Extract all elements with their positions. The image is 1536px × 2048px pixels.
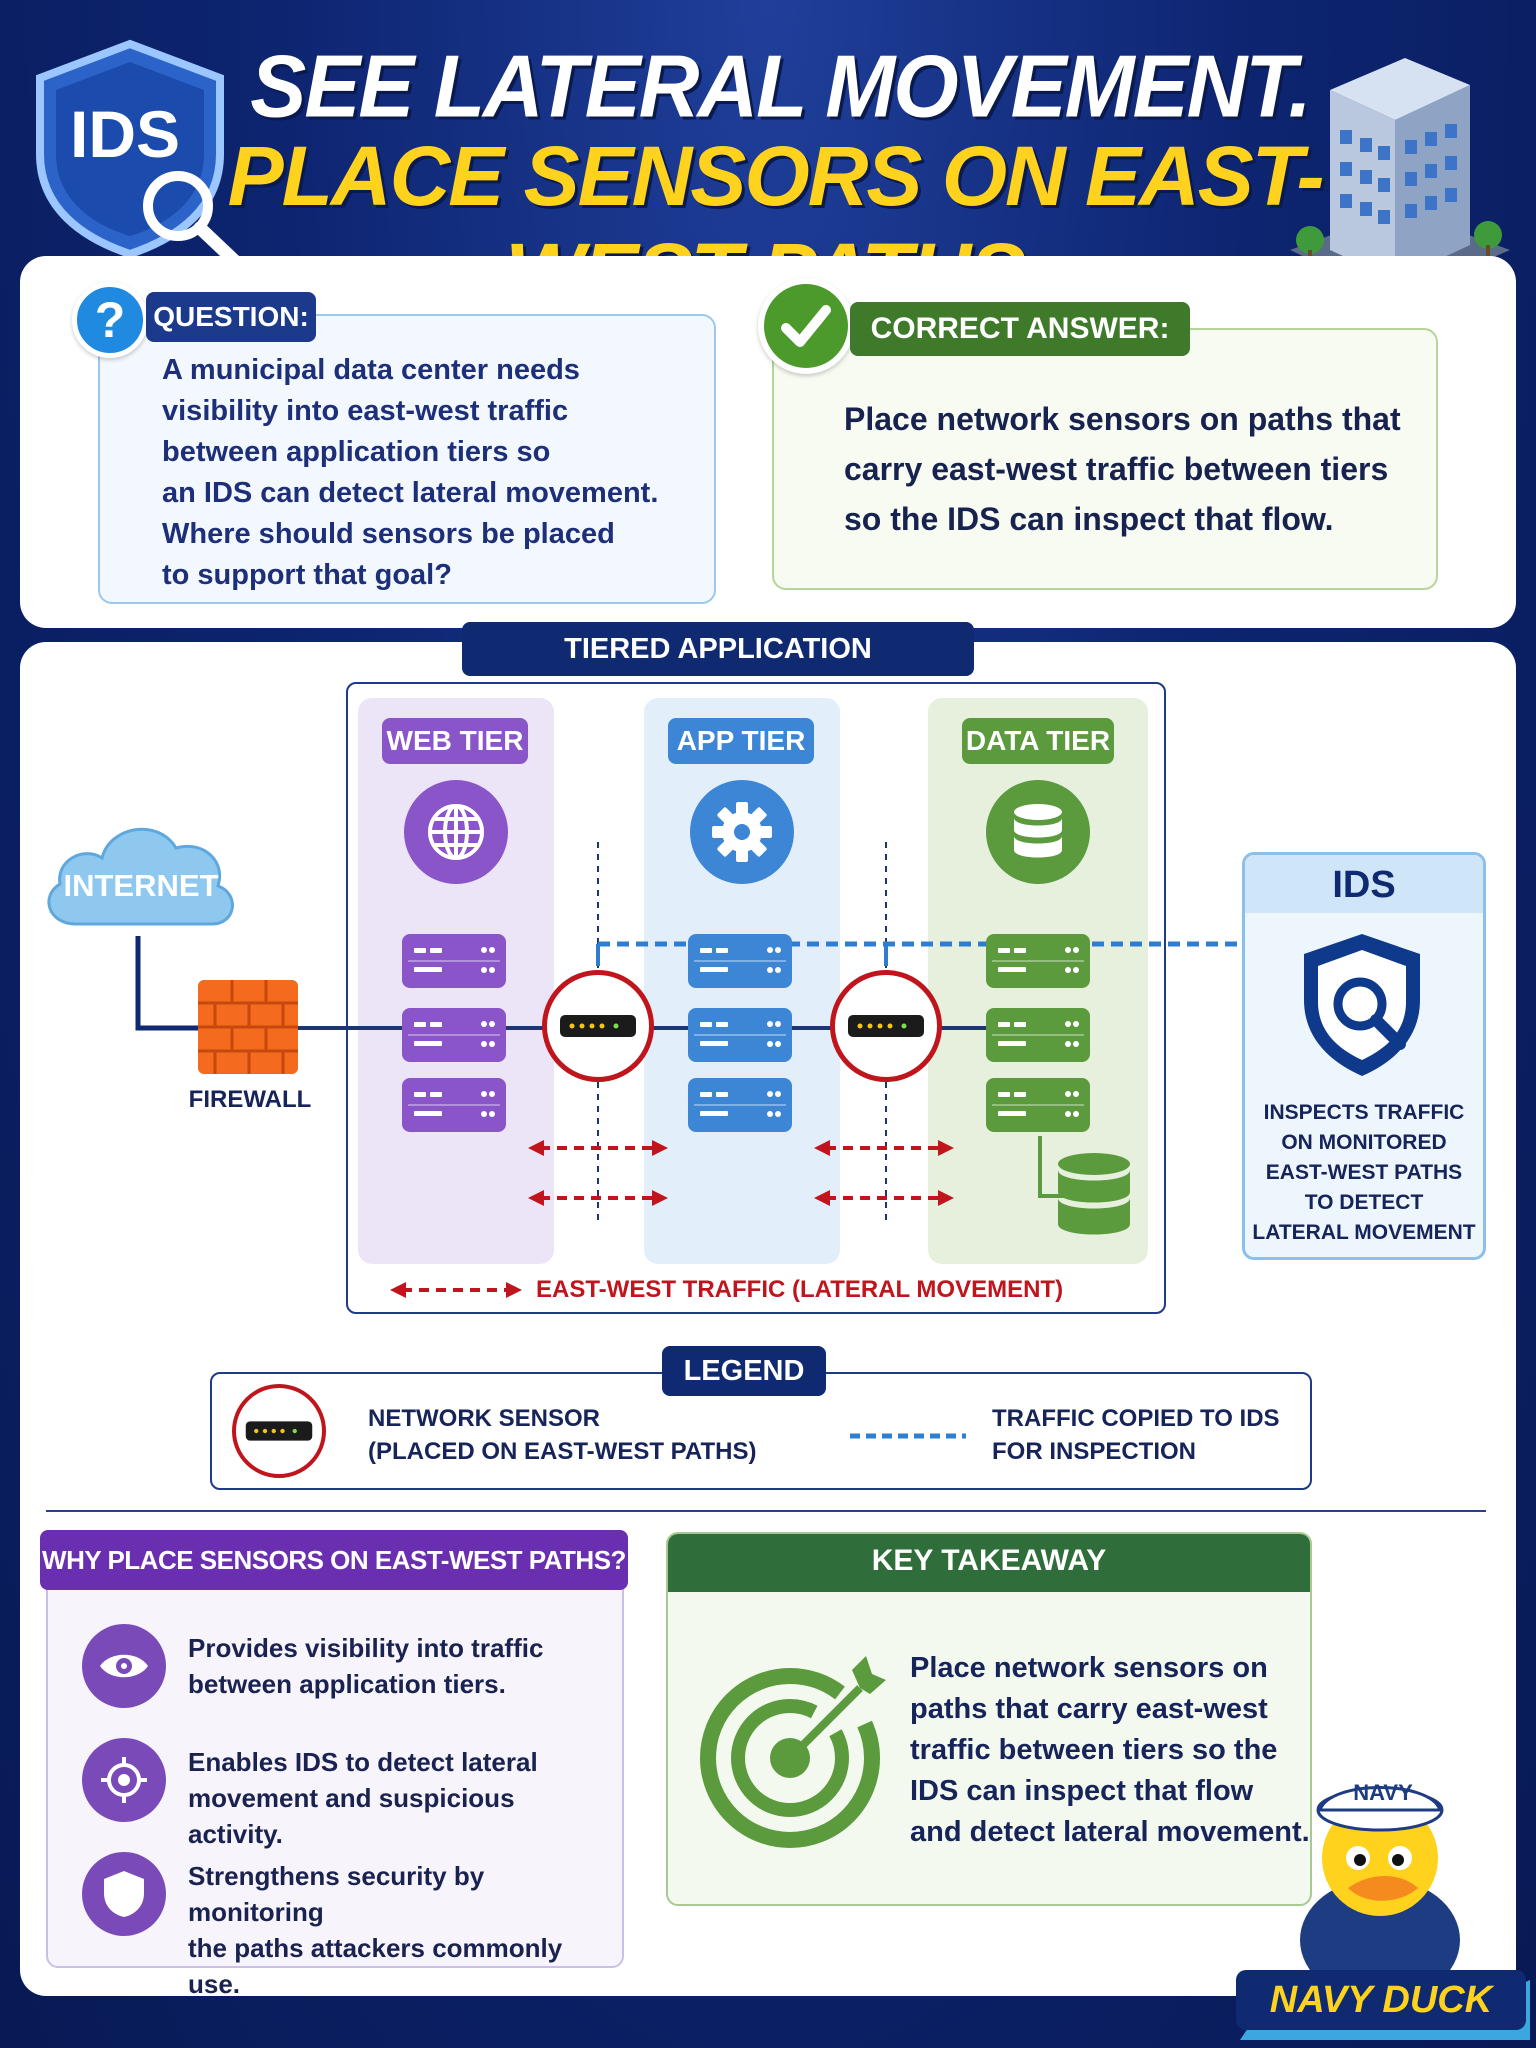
- answer-line: Place network sensors on paths that: [844, 401, 1401, 437]
- data-server-icon: [986, 934, 1090, 988]
- why-item-2: Enables IDS to detect lateral movement a…: [188, 1744, 608, 1852]
- shield-icon: [82, 1852, 166, 1936]
- question-line: to support that goal?: [162, 559, 452, 591]
- ids-badge-icon: IDS: [30, 36, 250, 271]
- takeaway-title: KEY TAKEAWAY: [871, 1544, 1107, 1577]
- app-server-icon: [688, 1078, 792, 1132]
- question-line: A municipal data center needs: [162, 354, 580, 386]
- app-server-icon: [688, 1008, 792, 1062]
- ids-description-line: EAST-WEST PATHS: [1265, 1161, 1463, 1184]
- question-line: Where should sensors be placed: [162, 518, 615, 550]
- eye-icon: [82, 1624, 166, 1708]
- takeaway-line: paths that carry east-west: [910, 1693, 1268, 1725]
- legend-sensor-line: NETWORK SENSOR: [368, 1405, 601, 1432]
- web-server-icon: [402, 934, 506, 988]
- globe-icon: [404, 780, 508, 884]
- ids-title: IDS: [1332, 864, 1396, 906]
- takeaway-line: traffic between tiers so the: [910, 1734, 1278, 1766]
- ids-description-line: LATERAL MOVEMENT: [1252, 1221, 1476, 1244]
- tiers-frame: [346, 682, 1166, 1314]
- web-server-icon: [402, 1078, 506, 1132]
- legend-sensor-line: (PLACED ON EAST-WEST PATHS): [368, 1438, 757, 1465]
- firewall-icon: [198, 980, 298, 1074]
- database-icon: [986, 780, 1090, 884]
- building-illustration: [1270, 50, 1520, 310]
- legend-sensor-icon: [232, 1384, 326, 1478]
- network-sensor-app-data: [830, 970, 942, 1082]
- legend-copy-text: TRAFFIC COPIED TO IDS FOR INSPECTION: [992, 1402, 1292, 1468]
- ids-badge-text: IDS: [70, 97, 181, 171]
- gear-icon: [690, 780, 794, 884]
- firewall-label: FIREWALL: [188, 1086, 312, 1113]
- answer-line: so the IDS can inspect that flow.: [844, 501, 1334, 537]
- question-line: visibility into east-west traffic: [162, 395, 569, 427]
- headline-line-1: SEE LATERAL MOVEMENT.: [250, 36, 1311, 136]
- question-text: A municipal data center needs visibility…: [162, 350, 702, 596]
- data-tier-label: DATA TIER: [962, 718, 1114, 764]
- why-item-line: Enables IDS to detect lateral: [188, 1747, 538, 1777]
- why-item-line: Strengthens security by monitoring: [188, 1861, 485, 1927]
- legend-dashed-line-icon: [850, 1433, 966, 1439]
- answer-label: CORRECT ANSWER:: [850, 302, 1190, 356]
- app-server-icon: [688, 934, 792, 988]
- ids-description-line: INSPECTS TRAFFIC: [1263, 1101, 1465, 1124]
- mascot-hat-text: NAVY: [1353, 1780, 1413, 1805]
- data-server-icon: [986, 1078, 1090, 1132]
- web-tier-label: WEB TIER: [382, 718, 528, 764]
- crosshair-icon: [82, 1738, 166, 1822]
- ids-description: INSPECTS TRAFFIC ON MONITORED EAST-WEST …: [1246, 1098, 1482, 1248]
- database-cylinder-icon: [1056, 1152, 1132, 1246]
- ids-description-line: TO DETECT: [1304, 1191, 1424, 1214]
- web-server-icon: [402, 1008, 506, 1062]
- why-item-1: Provides visibility into traffic between…: [188, 1630, 608, 1702]
- question-line: between application tiers so: [162, 436, 551, 468]
- why-item-line: the paths attackers commonly use.: [188, 1933, 563, 1999]
- why-item-line: Provides visibility into traffic: [188, 1633, 544, 1663]
- why-title: WHY PLACE SENSORS ON EAST-WEST PATHS?: [40, 1530, 628, 1590]
- takeaway-text: Place network sensors on paths that carr…: [910, 1648, 1310, 1853]
- takeaway-line: and detect lateral movement.: [910, 1816, 1310, 1848]
- answer-text: Place network sensors on paths that carr…: [844, 394, 1424, 544]
- why-item-line: between application tiers.: [188, 1669, 506, 1699]
- answer-box: [772, 328, 1438, 590]
- question-line: an IDS can detect lateral movement.: [162, 477, 659, 509]
- network-sensor-web-app: [542, 970, 654, 1082]
- why-item-3: Strengthens security by monitoring the p…: [188, 1858, 618, 2002]
- internet-cloud-icon: INTERNET: [36, 806, 246, 936]
- internet-label: INTERNET: [63, 868, 219, 903]
- target-icon: [690, 1648, 890, 1848]
- divider: [46, 1510, 1486, 1512]
- legend-title: LEGEND: [662, 1346, 826, 1396]
- answer-line: carry east-west traffic between tiers: [844, 451, 1389, 487]
- ids-shield-icon: [1300, 930, 1430, 1080]
- legend-copy-line: TRAFFIC COPIED TO IDS: [992, 1405, 1280, 1432]
- legend-copy-line: FOR INSPECTION: [992, 1438, 1197, 1465]
- ids-description-line: ON MONITORED: [1281, 1131, 1447, 1154]
- takeaway-line: IDS can inspect that flow: [910, 1775, 1254, 1807]
- why-item-line: movement and suspicious activity.: [188, 1783, 515, 1849]
- navy-duck-brand: NAVY DUCK: [1236, 1970, 1526, 2030]
- question-label: QUESTION:: [146, 292, 316, 342]
- takeaway-line: Place network sensors on: [910, 1652, 1268, 1684]
- app-tier-label: APP TIER: [668, 718, 814, 764]
- question-box: [98, 314, 716, 604]
- question-mark-icon: ?: [72, 282, 148, 358]
- east-west-traffic-label: EAST-WEST TRAFFIC (LATERAL MOVEMENT): [536, 1276, 1064, 1303]
- data-server-icon: [986, 1008, 1090, 1062]
- legend-sensor-text: NETWORK SENSOR (PLACED ON EAST-WEST PATH…: [368, 1402, 768, 1468]
